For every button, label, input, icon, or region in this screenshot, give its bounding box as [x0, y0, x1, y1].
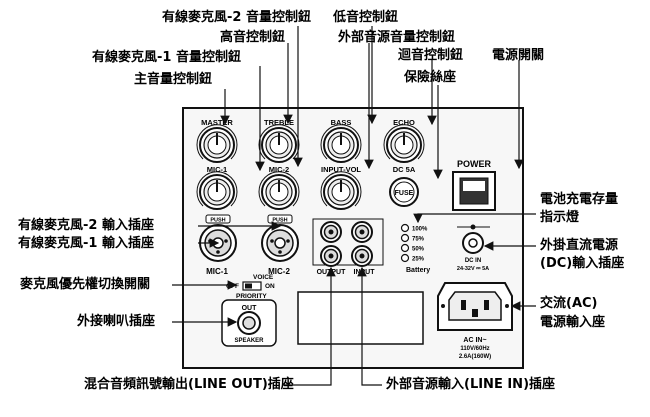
callout-ac-input-2: 電源輸入座	[540, 315, 606, 330]
panel-label-power: POWER	[457, 159, 492, 169]
panel-label-mic2: MIC-2	[269, 165, 289, 174]
panel-label-push-2: PUSH	[272, 218, 287, 224]
callout-dc-input-2: (DC)輸入插座	[540, 256, 625, 271]
panel-label-bass: BASS	[331, 118, 352, 127]
mic1-push-tab[interactable]	[205, 214, 231, 224]
battery-label-100: 100%	[412, 227, 428, 233]
battery-label-50: 50%	[412, 247, 425, 253]
panel-label-on: ON	[265, 283, 275, 290]
panel-label-echo: ECHO	[393, 118, 415, 127]
callout-line-out: 混合音頻訊號輸出(LINE OUT)插座	[84, 377, 294, 392]
callout-speaker-out: 外接喇叭插座	[77, 314, 156, 329]
callout-mic1-volume: 有線麥克風-1 音量控制鈕	[92, 50, 241, 65]
line-in-rca-top[interactable]	[351, 221, 373, 243]
blank-plate	[297, 291, 424, 345]
panel-label-fuse: FUSE	[395, 190, 414, 197]
panel-label-dc5a: DC 5A	[393, 165, 416, 174]
callout-dc-input-1: 外掛直流電源	[540, 238, 619, 253]
battery-indicator: 100% 75% 50% 25% Battery	[400, 223, 430, 274]
panel-label-ac-in: AC IN~	[463, 337, 486, 344]
callout-battery-indicator-1: 電池充電存量	[540, 192, 619, 207]
callout-fuse: 保險絲座	[404, 70, 457, 85]
panel-label-input: INPUT	[354, 269, 376, 276]
callout-treble: 高音控制鈕	[220, 30, 286, 45]
line-out-rca-top[interactable]	[320, 221, 342, 243]
line-in-rca-bottom[interactable]	[351, 245, 373, 267]
callout-mic1-input: 有線麥克風-1 輸入插座	[18, 236, 154, 251]
panel-label-out: OUT	[242, 305, 258, 312]
callout-master: 主音量控制鈕	[134, 72, 213, 87]
panel-label-dc-rating: 24-32V ⎓ 5A	[457, 266, 489, 272]
panel-label-speaker: SPEAKER	[234, 338, 264, 344]
panel-label-voice: VOICE	[253, 274, 274, 281]
battery-label: Battery	[406, 267, 430, 274]
callout-priority-switch: 麥克風優先權切換開關	[20, 277, 151, 292]
callout-ac-input-1: 交流(AC)	[540, 296, 598, 311]
callout-bass: 低音控制鈕	[333, 10, 399, 25]
panel-label-treble: TREBLE	[264, 118, 294, 127]
callout-mic2-input: 有線麥克風-2 輸入插座	[18, 218, 154, 233]
callout-battery-indicator-2: 指示燈	[540, 210, 580, 225]
callout-echo: 迴音控制鈕	[398, 48, 464, 63]
panel-label-priority: PRIORITY	[236, 293, 267, 300]
panel-label-master: MASTER	[201, 118, 233, 127]
panel-label-mic1: MIC-1	[207, 165, 227, 174]
rca-block	[312, 218, 384, 266]
panel-label-mic2-jack: MIC-2	[268, 267, 290, 276]
panel-label-ac-rating-1: 110V/60Hz	[460, 346, 489, 352]
panel-label-input-vol: INPUT-VOL	[321, 165, 361, 174]
panel-label-ac-rating-2: 2.6A(160W)	[459, 354, 491, 360]
battery-label-75: 75%	[412, 237, 425, 243]
panel-label-mic1-jack: MIC-1	[206, 267, 228, 276]
callout-line-in-volume: 外部音源音量控制鈕	[338, 30, 456, 45]
line-out-rca-bottom[interactable]	[320, 245, 342, 267]
panel-label-push-1: PUSH	[210, 218, 225, 224]
callout-power-switch: 電源開關	[492, 48, 545, 63]
callout-mic2-volume: 有線麥克風-2 音量控制鈕	[162, 10, 311, 25]
panel-label-dc-in: DC IN	[465, 258, 481, 264]
battery-label-25: 25%	[412, 257, 425, 263]
callout-line-in: 外部音源輸入(LINE IN)插座	[386, 377, 556, 392]
panel-label-off: OFF	[226, 283, 239, 290]
mic2-input-jack[interactable]	[261, 224, 299, 262]
